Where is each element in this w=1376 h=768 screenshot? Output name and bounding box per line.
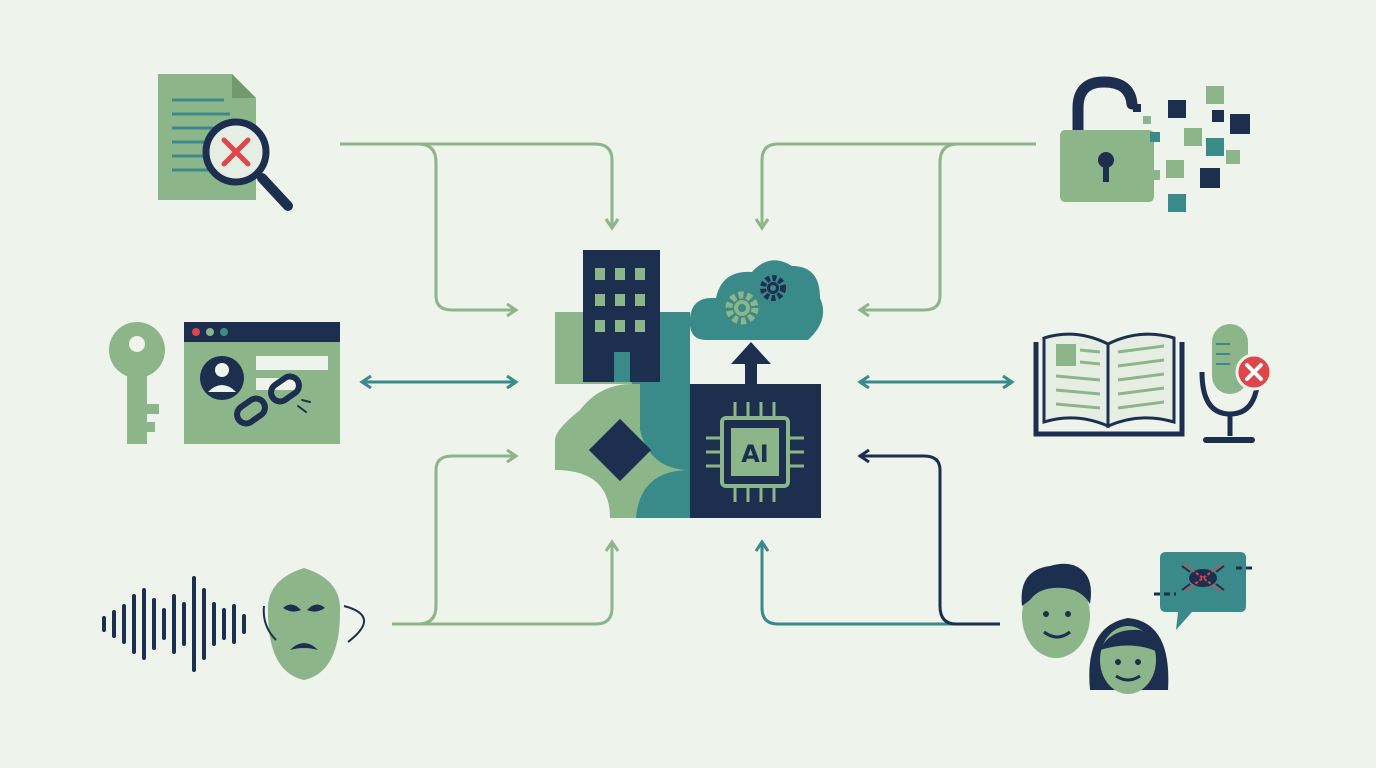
- woman-face-icon: [1089, 618, 1169, 694]
- key-icon: [109, 322, 165, 444]
- building-icon: [583, 250, 660, 382]
- arrow-bottom-left-branch: [417, 456, 516, 626]
- arrow-bottom-left-up: [392, 542, 612, 626]
- gear-icon: [760, 275, 786, 301]
- upload-arrow-icon: [731, 342, 771, 386]
- ai-chip-icon: AI: [690, 384, 821, 518]
- mask-icon: [262, 568, 365, 680]
- man-face-icon: [1021, 563, 1091, 658]
- arrow-top-right-down: [762, 142, 1036, 228]
- data-leak-group: [1060, 76, 1250, 212]
- document-search-error-group: [158, 74, 293, 211]
- social-engineering-group: [1021, 552, 1254, 694]
- error-x-icon: [221, 137, 251, 167]
- speech-bubble-icon: [1154, 552, 1254, 630]
- connectors: [340, 142, 1036, 626]
- arrow-top-left-down: [340, 142, 612, 228]
- arrow-bottom-right-branch: [860, 456, 1000, 626]
- arrow-bottom-right-up: [762, 542, 1000, 626]
- arrow-top-right-branch: [860, 142, 959, 310]
- soundwave-icon: [102, 576, 246, 672]
- arrow-top-left-branch: [417, 142, 516, 310]
- padlock-open-icon: [1060, 76, 1154, 202]
- diamond-shape-icon: [588, 418, 652, 482]
- copyright-voice-group: [1033, 324, 1273, 443]
- credential-theft-group: [109, 322, 340, 444]
- ai-chip-label: AI: [741, 440, 769, 468]
- gear-icon: [725, 291, 759, 325]
- pixel-dissolve-icon: [1133, 86, 1250, 212]
- error-x-icon: [1235, 353, 1273, 391]
- user-avatar-icon: [200, 356, 244, 400]
- cloud-gears-icon: [689, 260, 824, 340]
- voice-deepfake-group: [102, 568, 365, 680]
- center-hub: AI: [555, 250, 824, 518]
- open-book-icon: [1033, 332, 1185, 437]
- broken-link-icon: [234, 373, 311, 427]
- bug-icon: [1181, 563, 1225, 593]
